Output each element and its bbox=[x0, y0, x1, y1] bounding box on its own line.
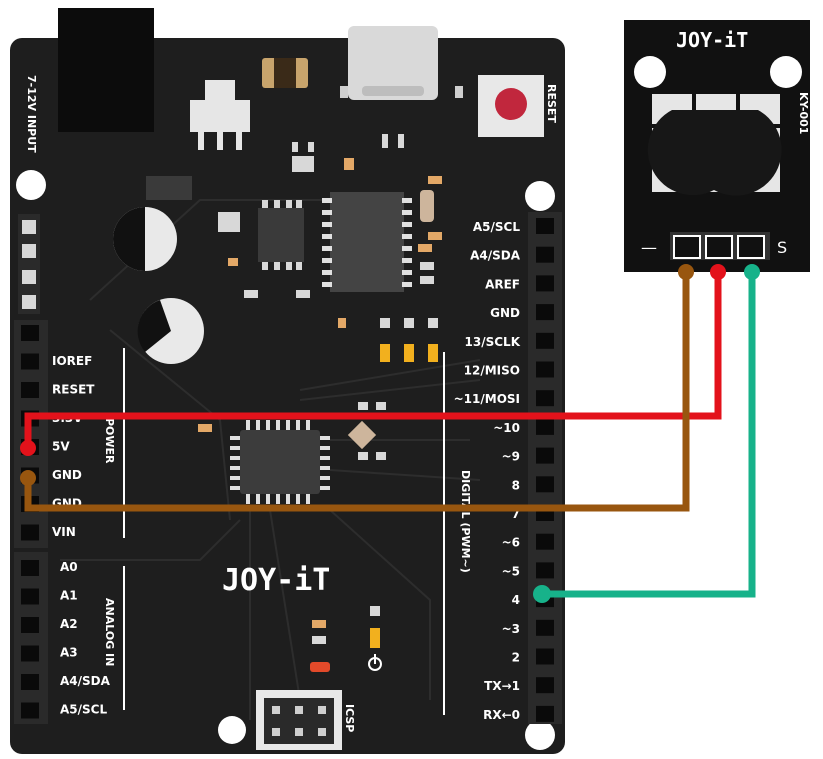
right-pin-label: A5/SCL bbox=[473, 220, 520, 234]
sensor-model: KY-001 bbox=[797, 92, 810, 134]
sensor-signal-label: S bbox=[777, 238, 787, 257]
right-pin-label: GND bbox=[490, 306, 520, 320]
wire-signal-end bbox=[533, 585, 551, 603]
wire-signal-end bbox=[744, 264, 760, 280]
analog-pin-label: A3 bbox=[60, 646, 78, 660]
icsp-label: ICSP bbox=[343, 704, 356, 732]
header-pin bbox=[536, 418, 554, 435]
right-pin-label: 13/SCLK bbox=[465, 335, 521, 349]
mounting-hole bbox=[218, 716, 246, 744]
header-pin bbox=[536, 246, 554, 263]
header-pin bbox=[536, 533, 554, 550]
wire-5v-end bbox=[710, 264, 726, 280]
sensor-brand: JOY-iT bbox=[676, 28, 748, 52]
main-mcu bbox=[230, 420, 330, 504]
wire-gnd-end bbox=[20, 470, 36, 486]
analog-pin-label: A4/SDA bbox=[60, 674, 111, 688]
usb-c-port bbox=[348, 26, 438, 100]
sensor-minus-label: — bbox=[641, 238, 657, 257]
temperature-sensor bbox=[647, 110, 782, 196]
analog-pin-label: A2 bbox=[60, 617, 78, 631]
mounting-hole bbox=[16, 170, 46, 200]
right-pin-label: 4 bbox=[512, 593, 520, 607]
right-pin-label: AREF bbox=[485, 277, 520, 291]
header-pin bbox=[21, 382, 39, 398]
mounting-hole bbox=[525, 181, 555, 211]
right-pin-label: 7 bbox=[512, 507, 520, 521]
analog-pin-label: A5/SCL bbox=[60, 703, 107, 717]
wire-5v-end bbox=[20, 440, 36, 456]
header-pin bbox=[536, 619, 554, 636]
header-pin bbox=[536, 562, 554, 579]
right-pin-label: ~3 bbox=[502, 622, 520, 636]
ic-chip bbox=[258, 208, 304, 262]
digital-section-label: DIGITAL (PWM~) bbox=[459, 470, 472, 573]
wires bbox=[20, 264, 760, 603]
right-pin-label: ~10 bbox=[493, 421, 520, 435]
power-section-label: POWER bbox=[103, 418, 116, 464]
right-pin-label: ~11/MOSI bbox=[454, 392, 520, 406]
header-pin bbox=[21, 588, 39, 605]
arduino-board: 7-12V INPUT RESET bbox=[10, 8, 565, 754]
header-pin bbox=[536, 218, 554, 234]
wire-5v bbox=[24, 272, 722, 448]
header-pin bbox=[536, 476, 554, 493]
left-pin-label: 5V bbox=[52, 440, 70, 454]
right-pin-label: TX→1 bbox=[484, 679, 520, 693]
analog-pin-label: A0 bbox=[60, 560, 78, 574]
right-pin-label: RX←0 bbox=[483, 708, 520, 722]
sensor-pin-vcc bbox=[705, 235, 733, 259]
sensor-mounting-hole bbox=[770, 56, 802, 88]
sensor-pin-signal bbox=[737, 235, 765, 259]
header-pin bbox=[536, 648, 554, 665]
right-digital-header bbox=[528, 212, 562, 724]
header-pin bbox=[21, 560, 39, 576]
left-pin-label: RESET bbox=[52, 383, 95, 397]
right-pin-label: 12/MISO bbox=[464, 364, 520, 378]
analog-pin-label: A1 bbox=[60, 589, 78, 603]
right-pin-label: A4/SDA bbox=[470, 249, 521, 263]
right-pin-label: 2 bbox=[512, 651, 520, 665]
header-pin bbox=[536, 447, 554, 464]
header-pin bbox=[21, 674, 39, 690]
ky001-sensor-module: JOY-iT KY-001 — S bbox=[624, 20, 810, 272]
header-pin bbox=[536, 361, 554, 378]
sensor-mounting-hole bbox=[634, 56, 666, 88]
left-pin-label: IOREF bbox=[52, 354, 92, 368]
right-pin-label: 8 bbox=[512, 478, 520, 492]
right-pin-label: ~6 bbox=[502, 536, 520, 550]
sensor-pin-minus bbox=[673, 235, 701, 259]
header-pin bbox=[536, 705, 554, 722]
mounting-hole bbox=[525, 720, 555, 750]
wire-signal bbox=[542, 272, 756, 598]
wire-gnd bbox=[24, 272, 690, 512]
left-pin-label: VIN bbox=[52, 525, 76, 539]
header-pin bbox=[21, 617, 39, 633]
header-pin bbox=[536, 275, 554, 292]
header-pin bbox=[21, 353, 39, 370]
header-pin bbox=[21, 524, 39, 541]
power-led bbox=[310, 662, 330, 672]
analog-section-label: ANALOG IN bbox=[103, 598, 116, 666]
power-jack bbox=[58, 8, 154, 132]
header-pin bbox=[536, 677, 554, 694]
right-pin-label: ~5 bbox=[502, 564, 520, 578]
power-jack-label: 7-12V INPUT bbox=[25, 75, 38, 153]
header-pin bbox=[536, 332, 554, 349]
right-pin-label: ~9 bbox=[502, 450, 520, 464]
board-brand: JOY-iT bbox=[222, 563, 330, 598]
left-analog-header bbox=[14, 552, 48, 724]
header-pin bbox=[536, 304, 554, 321]
header-pin bbox=[536, 390, 554, 407]
reset-label: RESET bbox=[545, 84, 558, 123]
header-pin bbox=[21, 645, 39, 662]
left-pin-label: GND bbox=[52, 468, 82, 482]
header-pin bbox=[21, 325, 39, 341]
usb-serial-chip bbox=[330, 192, 404, 292]
wire-gnd-end bbox=[678, 264, 694, 280]
header-pin bbox=[21, 702, 39, 719]
voltage-regulator bbox=[190, 100, 250, 132]
